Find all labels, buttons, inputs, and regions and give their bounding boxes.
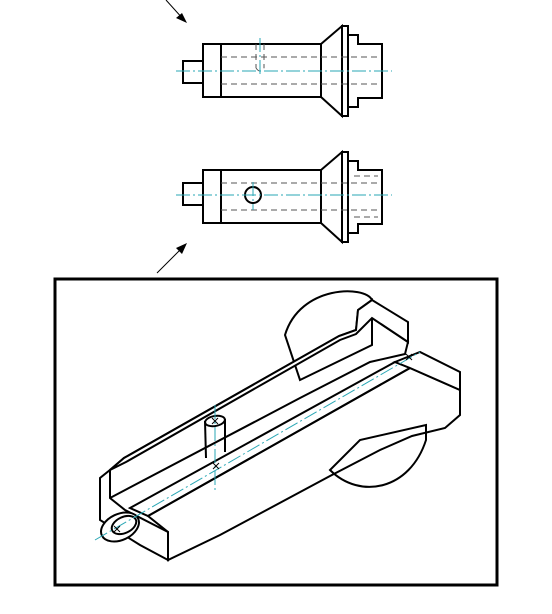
center-marks — [113, 353, 413, 533]
elevation-view-upper — [176, 23, 392, 119]
section-view-frame — [53, 277, 499, 587]
elevation-view-lower — [176, 149, 392, 245]
arrow-top — [165, 0, 187, 23]
arrow-bottom — [156, 243, 187, 274]
isometric-section-view — [94, 290, 461, 562]
